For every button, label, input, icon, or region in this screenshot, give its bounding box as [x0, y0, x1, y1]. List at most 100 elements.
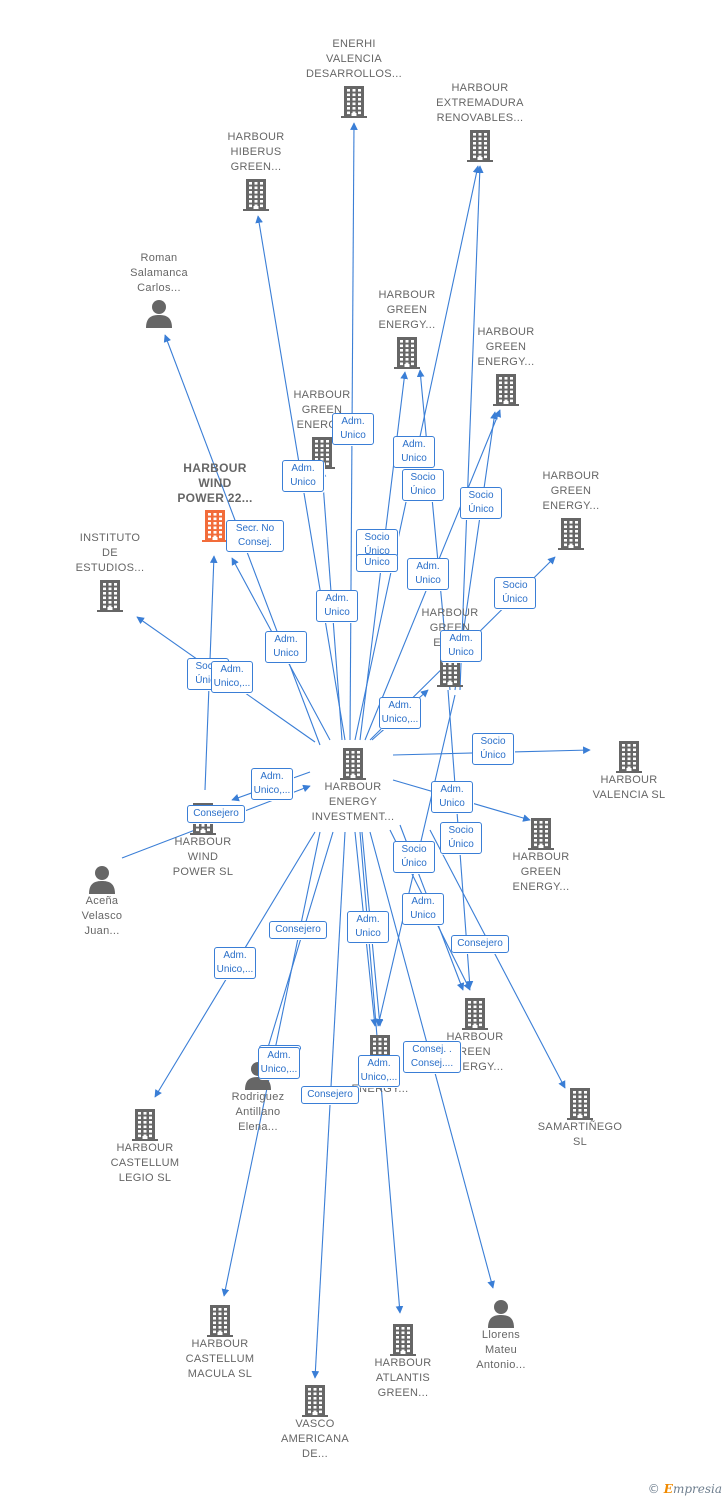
node-label-line: HARBOUR: [378, 289, 436, 301]
node-label-line: HARBOUR: [116, 1142, 174, 1154]
edge-role-label-line: Consejero: [307, 1089, 353, 1100]
node-label-line: WIND: [187, 851, 219, 863]
node-label-line: HARBOUR: [421, 607, 479, 619]
edge-role-label[interactable]: Adm.Unico: [347, 911, 389, 943]
edge-role-label[interactable]: Adm.Unico: [402, 893, 444, 925]
edge-role-label-line: Socio: [502, 580, 528, 591]
edge-role-label-line: Socio: [480, 736, 506, 747]
edge-role-label[interactable]: Consejero: [269, 921, 327, 939]
edge-role-label[interactable]: Consej. . Consej....: [403, 1041, 461, 1073]
edge-role-label[interactable]: Consejero: [301, 1086, 359, 1104]
edge-role-label-line: Adm.: [267, 1050, 291, 1061]
edge-role-label[interactable]: Consejero: [187, 805, 245, 823]
node-label-line: HARBOUR: [477, 326, 535, 338]
node-label-line: Carlos...: [137, 282, 181, 294]
edge-role-label-line: Consejero: [457, 938, 503, 949]
edge-role-label[interactable]: Adm.Unico,...: [379, 697, 421, 729]
edge-role-label[interactable]: Adm.Unico: [440, 630, 482, 662]
building-icon: [476, 816, 606, 850]
node-label-line: HARBOUR: [542, 470, 600, 482]
edge-role-label[interactable]: Consejero: [451, 935, 509, 953]
node-label-line: GREEN: [550, 485, 592, 497]
node-label-line: INVESTMENT...: [311, 811, 395, 823]
copyright-symbol: ©: [647, 1482, 660, 1496]
edge-role-label-line: Adm.: [402, 439, 426, 450]
node-label-line: RENOVABLES...: [436, 112, 524, 124]
building-icon: [564, 739, 694, 773]
edge-role-label-line: Socio: [364, 532, 390, 543]
edge-role-label[interactable]: Adm.Unico: [431, 781, 473, 813]
edge-role-label[interactable]: Adm.Unico: [282, 460, 324, 492]
edge-role-label-line: Consej. .: [412, 1044, 452, 1055]
edge-role-label[interactable]: Adm. Unico,...: [258, 1047, 300, 1079]
edge-role-label-line: Adm.: [260, 771, 284, 782]
edge-role-label[interactable]: Adm.Unico,...: [214, 947, 256, 979]
node-label-line: GREEN: [386, 304, 428, 316]
edge-role-label[interactable]: Unico: [356, 554, 398, 572]
edge-role-label-line: Unico,...: [260, 1064, 298, 1075]
building-icon: [506, 516, 636, 550]
node-label-line: HARBOUR: [512, 851, 570, 863]
edge-role-label-line: Unico: [340, 430, 366, 441]
edge-role-label[interactable]: Adm.Unico,...: [251, 768, 293, 800]
person-icon: [436, 1298, 566, 1328]
edge-role-label-line: Unico,...: [216, 964, 254, 975]
node-label-line: Velasco: [81, 910, 123, 922]
edge-role-label[interactable]: Adm.Unico: [407, 558, 449, 590]
edge-role-label-line: Adm.: [291, 463, 315, 474]
edge-role-label[interactable]: Adm.Unico: [332, 413, 374, 445]
node-label-line: HARBOUR: [191, 1338, 249, 1350]
node-label-line: GREEN...: [230, 161, 282, 173]
edge-role-label-line: Consejero: [275, 924, 321, 935]
node-label-line: Roman: [140, 252, 178, 264]
edge-role-label-line: Socio: [448, 825, 474, 836]
edge-role-label[interactable]: Adm.Unico,...: [358, 1055, 400, 1087]
node-label-line: Antillano: [235, 1106, 281, 1118]
edge-role-label[interactable]: Adm.Unico: [316, 590, 358, 622]
node-label-line: CASTELLUM: [185, 1353, 255, 1365]
edge-role-label[interactable]: Adm.Unico,...: [211, 661, 253, 693]
edge-role-label-line: Unico: [410, 910, 436, 921]
edge-role-label-line: Consejero: [193, 808, 239, 819]
building-icon: [80, 1107, 210, 1141]
node-label-line: DE: [102, 547, 118, 559]
edge-role-label[interactable]: Adm.Unico: [393, 436, 435, 468]
edge-role-label-line: Adm.: [274, 634, 298, 645]
edge-role-label[interactable]: Adm.Unico: [265, 631, 307, 663]
edge-role-label-line: Consej....: [410, 1058, 454, 1069]
node-label-line: ESTUDIOS...: [75, 562, 145, 574]
node-label-line: SL: [572, 1136, 588, 1148]
edge-role-label-line: Socio: [195, 661, 221, 672]
